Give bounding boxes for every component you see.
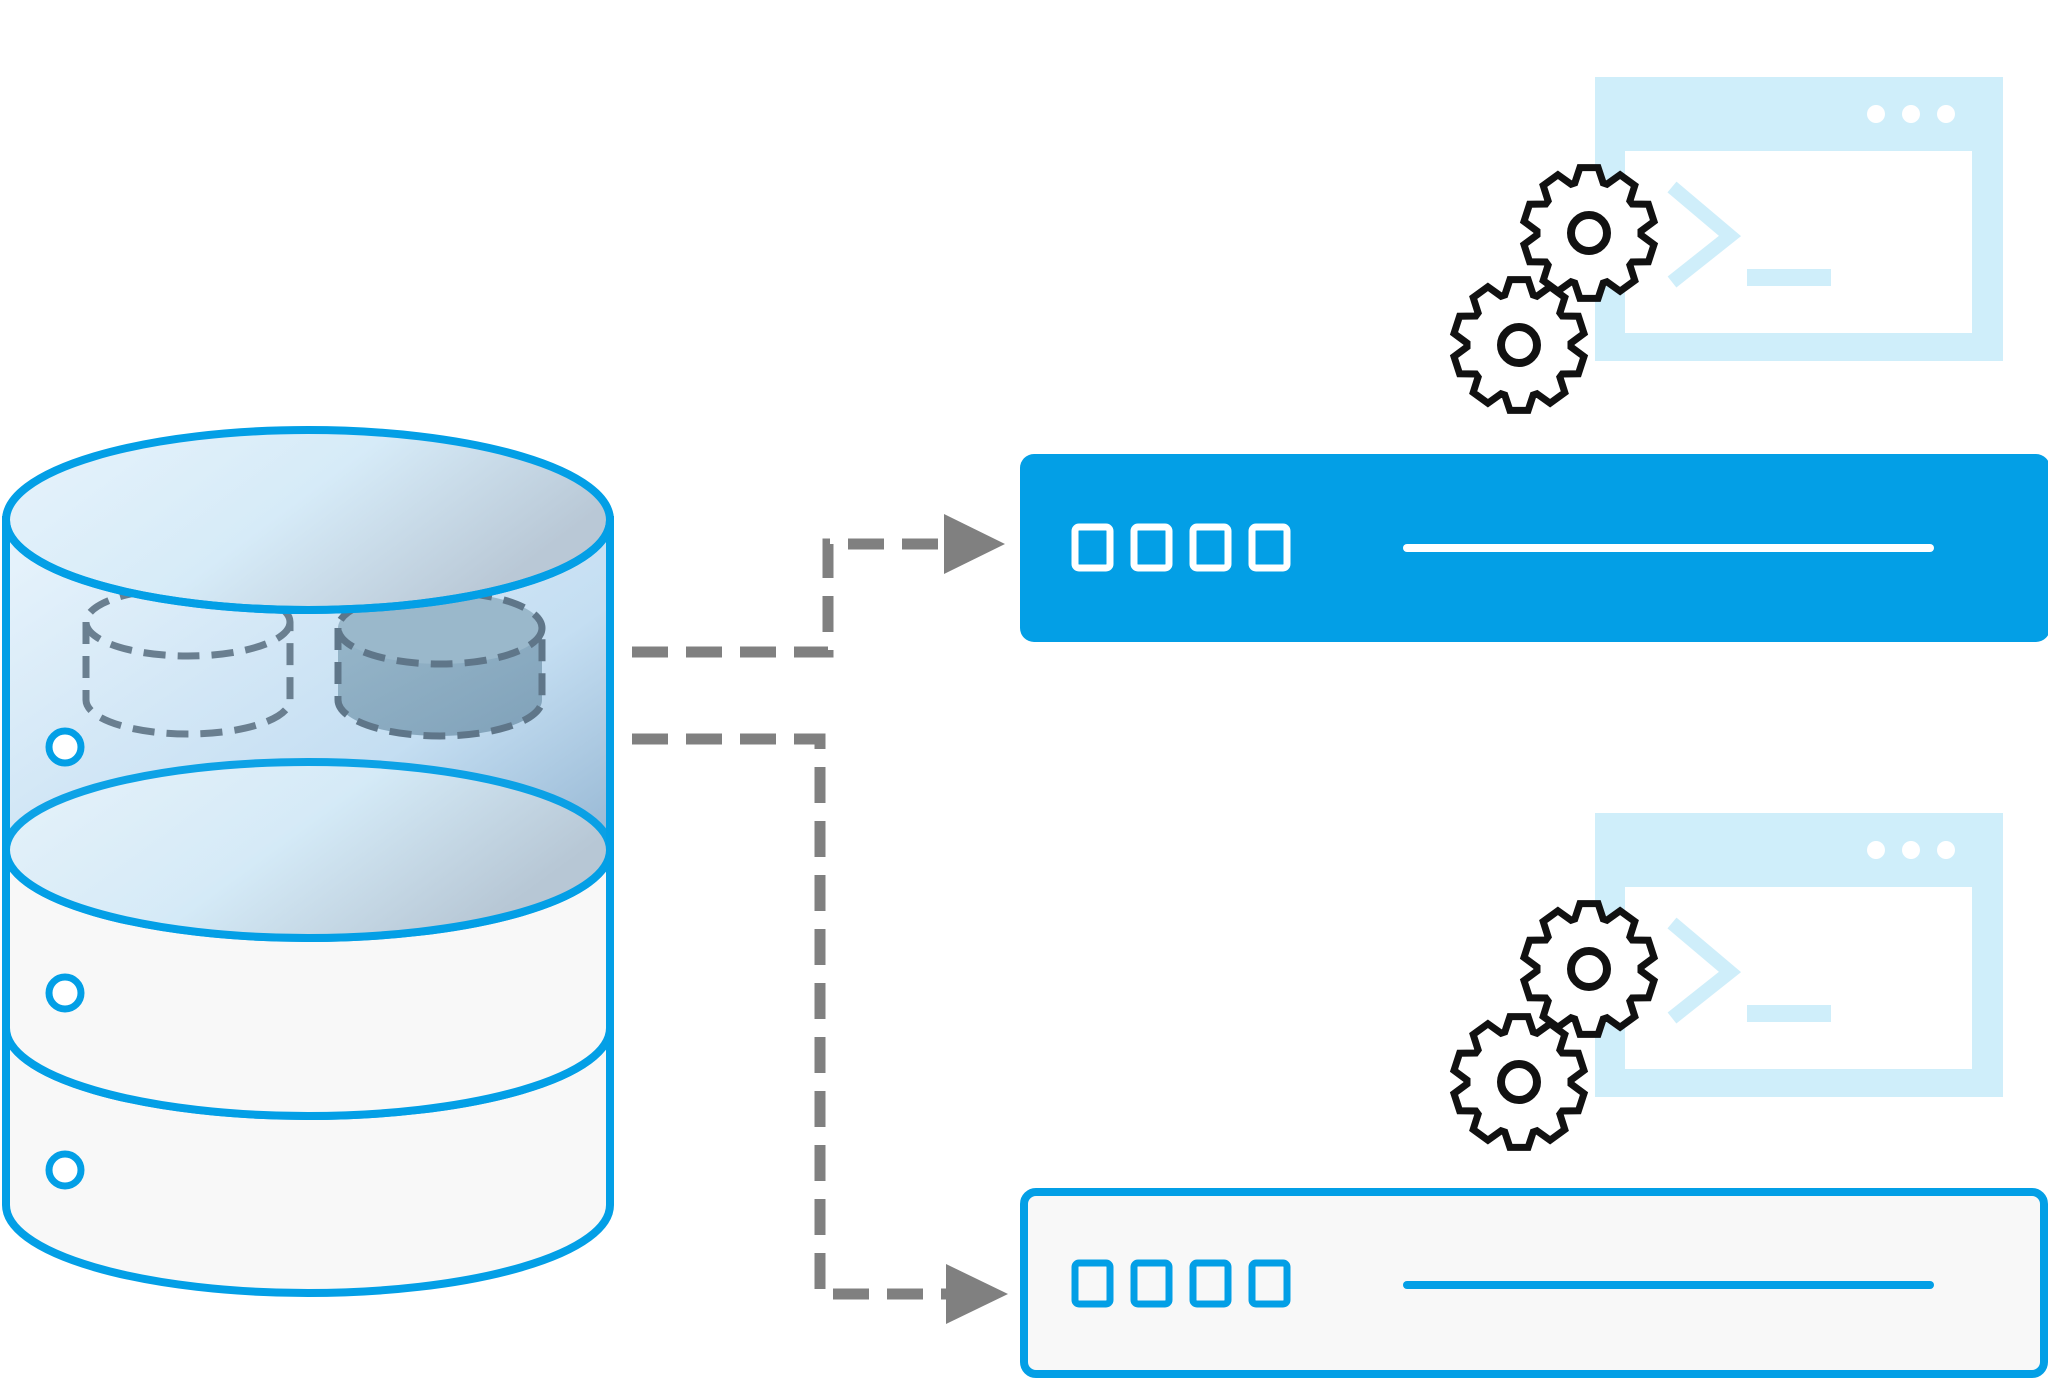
status-square-icon <box>1248 523 1291 572</box>
status-square-icon <box>1189 523 1232 572</box>
terminal-window-icon <box>1595 77 2003 361</box>
database-cylinder-icon <box>1 426 614 1297</box>
terminal-window-icon <box>1595 813 2003 1097</box>
gears-icon <box>1449 164 1659 414</box>
status-square-icon <box>1130 523 1173 572</box>
gear-hub-icon <box>1567 211 1611 255</box>
arrow-head-icon <box>944 514 1005 574</box>
status-square-icon <box>1189 1259 1232 1308</box>
gear-hub-icon <box>1567 947 1611 991</box>
db-status-ring-icon <box>45 973 85 1013</box>
gears-icon <box>1449 900 1659 1151</box>
connector-to-primary <box>632 514 1005 658</box>
status-square-icon <box>1071 523 1114 572</box>
db-status-ring-icon <box>45 727 85 767</box>
arrow-head-icon <box>946 1264 1008 1324</box>
gear-hub-icon <box>1497 1060 1541 1104</box>
server-primary <box>1020 454 2048 642</box>
status-square-icon <box>1071 1259 1114 1308</box>
connector-to-secondary <box>632 733 1008 1324</box>
server-secondary <box>1020 1188 2048 1378</box>
status-square-icon <box>1248 1259 1291 1308</box>
db-status-ring-icon <box>45 1150 85 1190</box>
db-filled-icon <box>334 588 546 740</box>
status-square-icon <box>1130 1259 1173 1308</box>
gear-hub-icon <box>1497 323 1541 367</box>
db-section-divider <box>2 758 614 942</box>
